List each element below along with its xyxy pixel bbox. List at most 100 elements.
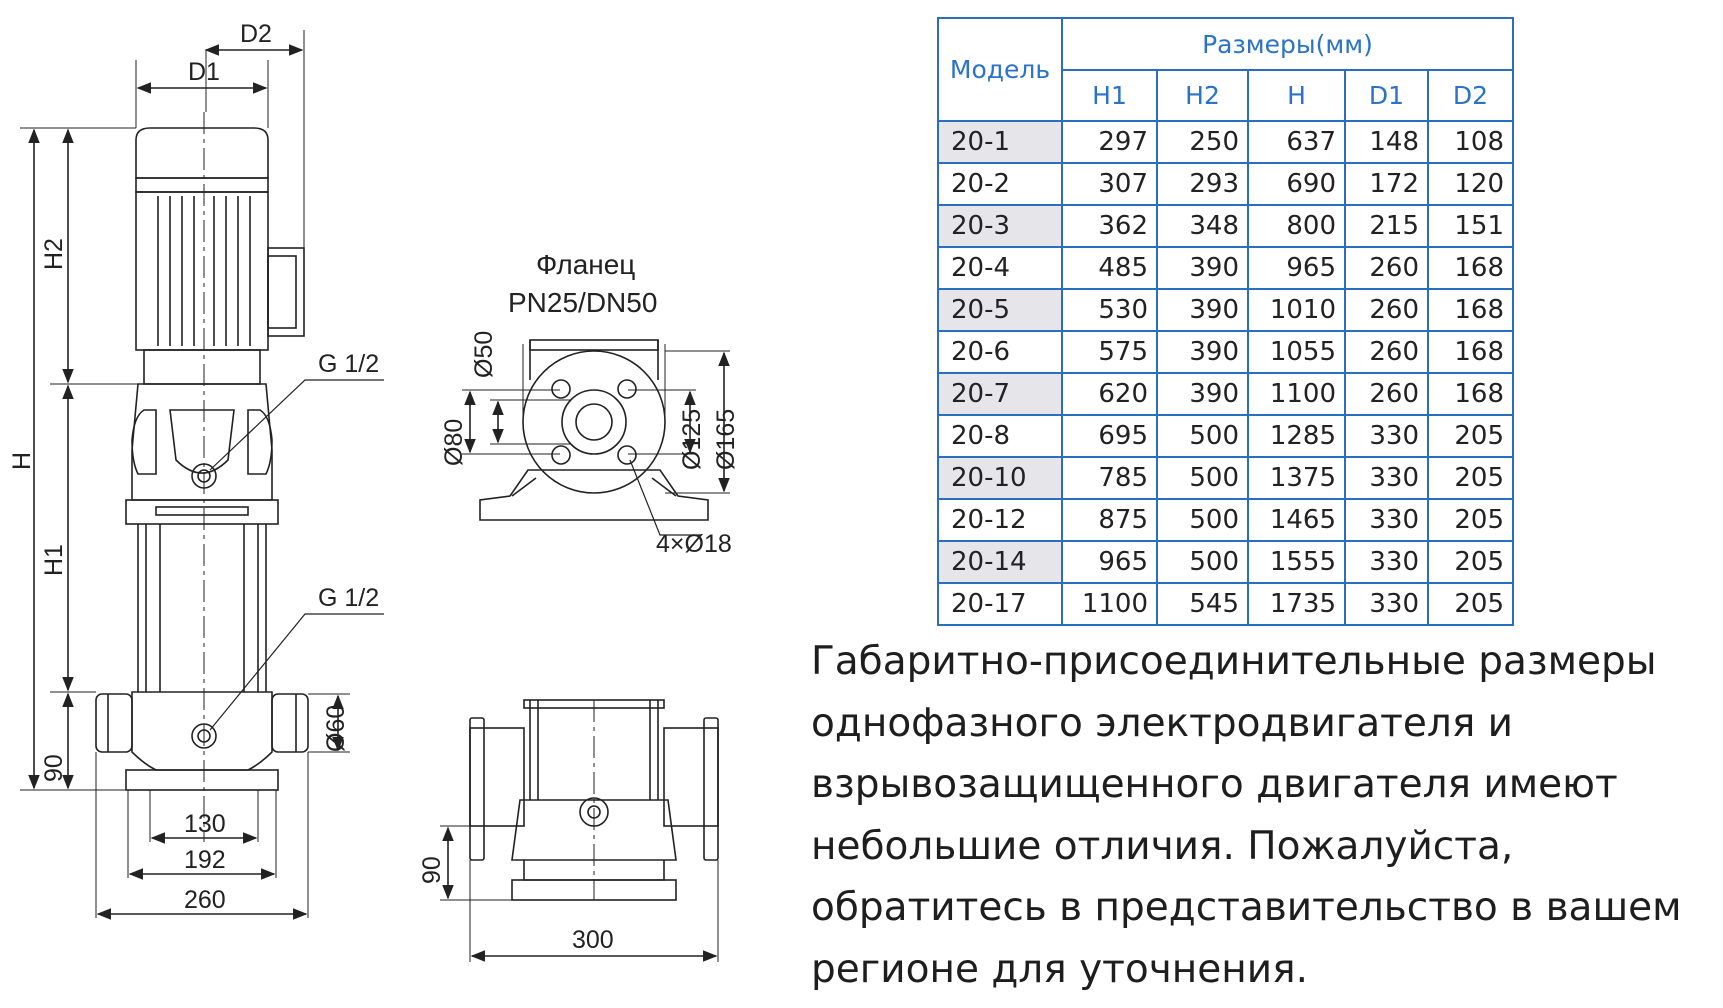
note-line: регионе для уточнения. (811, 946, 1308, 992)
sizes-header: Размеры(мм) (1061, 17, 1514, 71)
note-line: однофазного электродвигателя и (811, 700, 1514, 746)
drawing-labels: D1 D2 H H2 H1 90 G 1/2 G 1/2 Ø60 130 192… (8, 20, 740, 954)
flange-title-1: Фланец (536, 249, 635, 280)
cell-value: 172 (1344, 162, 1429, 206)
cell-value: 330 (1344, 540, 1429, 584)
cell-value: 1555 (1247, 540, 1346, 584)
note-line: взрывозащищенного двигателя имеют (811, 762, 1618, 807)
dimensions-table: Модель Размеры(мм) H1 H2 H D1 D2 20-1 29… (937, 17, 1514, 626)
model-header: Модель (937, 17, 1063, 122)
cell-value: 875 (1061, 498, 1158, 542)
table-row: 20-14 965 500 1555 330 205 (937, 540, 1514, 584)
label-130: 130 (184, 810, 226, 838)
cell-model: 20-4 (937, 246, 1063, 290)
table-row: 20-7 620 390 1100 260 168 (937, 372, 1514, 416)
cell-value: 330 (1344, 498, 1429, 542)
cell-value: 260 (1344, 330, 1429, 374)
cell-value: 1465 (1247, 498, 1346, 542)
cell-value: 108 (1427, 120, 1514, 164)
cell-value: 215 (1344, 204, 1429, 248)
cell-value: 168 (1427, 372, 1514, 416)
label-dia50: Ø50 (470, 331, 498, 378)
cell-value: 800 (1247, 204, 1346, 248)
cell-value: 620 (1061, 372, 1158, 416)
pump-drawing: D1 D2 H H2 H1 90 G 1/2 G 1/2 Ø60 130 192… (8, 20, 740, 962)
cell-value: 1100 (1061, 582, 1158, 626)
cell-model: 20-17 (937, 582, 1063, 626)
cell-value: 500 (1156, 540, 1249, 584)
cell-value: 390 (1156, 372, 1249, 416)
cell-value: 205 (1427, 456, 1514, 500)
cell-value: 1375 (1247, 456, 1346, 500)
cell-value: 965 (1061, 540, 1158, 584)
table-row: 20-10 785 500 1375 330 205 (937, 456, 1514, 500)
cell-value: 390 (1156, 246, 1249, 290)
note-paragraph: Габаритно-присоединительные размеры одно… (811, 631, 1711, 1000)
cell-model: 20-2 (937, 162, 1063, 206)
cell-value: 485 (1061, 246, 1158, 290)
note-line: небольшие отличия. Пожалуйста, (811, 823, 1514, 869)
cell-value: 168 (1427, 288, 1514, 332)
label-h1: H1 (40, 544, 68, 576)
label-d2: D2 (240, 20, 272, 48)
cell-value: 500 (1156, 414, 1249, 458)
cell-value: 1100 (1247, 372, 1346, 416)
table-row: 20-4 485 390 965 260 168 (937, 246, 1514, 290)
label-192: 192 (184, 846, 226, 874)
label-dia125: Ø125 (678, 409, 706, 470)
cell-model: 20-6 (937, 330, 1063, 374)
cell-value: 330 (1344, 456, 1429, 500)
label-90-bottom: 90 (418, 856, 446, 884)
cell-value: 695 (1061, 414, 1158, 458)
table-row: 20-8 695 500 1285 330 205 (937, 414, 1514, 458)
label-d1: D1 (188, 58, 220, 86)
cell-value: 390 (1156, 330, 1249, 374)
cell-value: 330 (1344, 414, 1429, 458)
label-g-upper: G 1/2 (318, 350, 379, 378)
label-dia80: Ø80 (440, 419, 468, 466)
cell-model: 20-14 (937, 540, 1063, 584)
cell-value: 1055 (1247, 330, 1346, 374)
label-h: H (8, 452, 36, 470)
cell-model: 20-12 (937, 498, 1063, 542)
cell-value: 205 (1427, 414, 1514, 458)
label-90-left: 90 (40, 754, 68, 782)
cell-model: 20-7 (937, 372, 1063, 416)
cell-model: 20-3 (937, 204, 1063, 248)
cell-value: 1735 (1247, 582, 1346, 626)
cell-value: 205 (1427, 540, 1514, 584)
col-header-h2: H2 (1156, 69, 1249, 122)
col-header-d1: D1 (1344, 69, 1429, 122)
cell-value: 965 (1247, 246, 1346, 290)
table-row: 20-3 362 348 800 215 151 (937, 204, 1514, 248)
cell-value: 293 (1156, 162, 1249, 206)
cell-value: 330 (1344, 582, 1429, 626)
label-g-lower: G 1/2 (318, 584, 379, 612)
table-row: 20-12 875 500 1465 330 205 (937, 498, 1514, 542)
cell-value: 390 (1156, 288, 1249, 332)
cell-value: 151 (1427, 204, 1514, 248)
cell-value: 637 (1247, 120, 1346, 164)
cell-value: 168 (1427, 330, 1514, 374)
label-dia165: Ø165 (712, 409, 740, 470)
cell-value: 205 (1427, 582, 1514, 626)
cell-model: 20-5 (937, 288, 1063, 332)
cell-model: 20-10 (937, 456, 1063, 500)
cell-value: 500 (1156, 456, 1249, 500)
table-row: 20-1 297 250 637 148 108 (937, 120, 1514, 164)
cell-value: 1010 (1247, 288, 1346, 332)
flange-view (462, 339, 730, 536)
flange-title-2: PN25/DN50 (508, 287, 657, 318)
col-header-h1: H1 (1061, 69, 1158, 122)
col-header-d2: D2 (1427, 69, 1514, 122)
side-view (440, 699, 719, 962)
label-dia60: Ø60 (322, 705, 350, 752)
cell-value: 348 (1156, 204, 1249, 248)
note-line: Габаритно-присоединительные размеры (811, 639, 1657, 684)
cell-value: 297 (1061, 120, 1158, 164)
cell-value: 575 (1061, 330, 1158, 374)
cell-value: 530 (1061, 288, 1158, 332)
cell-value: 148 (1344, 120, 1429, 164)
cell-value: 260 (1344, 246, 1429, 290)
